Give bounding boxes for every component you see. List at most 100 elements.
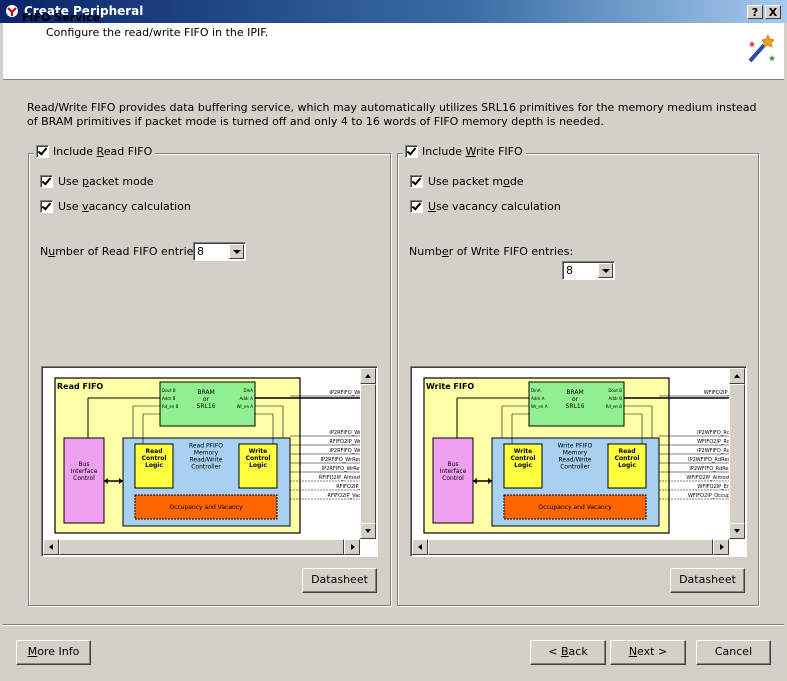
bram-port-label: DinA	[244, 388, 254, 393]
write-datasheet-button[interactable]: Datasheet	[670, 568, 745, 593]
chevron-down-icon[interactable]	[229, 244, 244, 259]
scroll-left-icon[interactable]	[43, 539, 59, 555]
scroll-thumb[interactable]	[729, 384, 745, 524]
write-packet-mode-check[interactable]	[410, 175, 423, 188]
write-vacancy-checkbox[interactable]: Use vacancy calculation	[410, 200, 561, 213]
read-diagram-vscrollbar[interactable]	[360, 368, 376, 539]
signal-label: RFIFO2IP_Vac	[327, 493, 361, 499]
diagram-title: Read FIFO	[57, 382, 103, 391]
scroll-down-icon[interactable]	[360, 523, 376, 539]
page-subtitle: Configure the read/write FIFO in the IPI…	[46, 26, 269, 39]
write-diagram-vscrollbar[interactable]	[729, 368, 745, 539]
write-entries-value: 8	[566, 264, 573, 277]
write-packet-mode-checkbox[interactable]: Use packet mode	[410, 175, 524, 188]
signal-label: IP2RFIFO_Wr	[329, 448, 361, 454]
write-diagram-hscrollbar[interactable]	[412, 539, 729, 555]
close-button[interactable]: X	[765, 5, 781, 19]
diagram-title: Write FIFO	[426, 382, 474, 391]
read-packet-mode-checkbox[interactable]: Use packet mode	[40, 175, 154, 188]
scroll-left-icon[interactable]	[412, 539, 428, 555]
signal-label: IP2RFIFO_Wr	[329, 430, 361, 436]
include-read-fifo-check[interactable]	[36, 145, 49, 158]
signal-label: WFIFO2IP_Almost	[686, 475, 730, 481]
read-datasheet-button[interactable]: Datasheet	[302, 568, 377, 593]
signal-label: WFIFO2IP_En	[697, 484, 730, 490]
read-packet-mode-check[interactable]	[40, 175, 53, 188]
scroll-thumb[interactable]	[360, 384, 376, 524]
bram-port-label: Wr_en A	[237, 404, 254, 409]
signal-label: WFIFO2IP_Rd	[697, 439, 730, 445]
signal-label: RFIFO2IP_	[336, 484, 361, 490]
scroll-right-icon[interactable]	[344, 539, 360, 555]
bram-port-label: Addr A	[240, 396, 254, 401]
read-entries-value: 8	[197, 245, 204, 258]
scroll-up-icon[interactable]	[729, 368, 745, 384]
signal-label: IP2RFIFO_WrRel	[322, 466, 361, 472]
signal-label: RFIFO2IP_Almost	[319, 475, 361, 481]
read-vacancy-checkbox[interactable]: Use vacancy calculation	[40, 200, 191, 213]
cancel-button[interactable]: Cancel	[696, 640, 771, 665]
write-vacancy-check[interactable]	[410, 200, 423, 213]
read-fifo-group	[28, 153, 391, 606]
bram-port-label: Dout B	[608, 388, 622, 393]
scroll-thumb[interactable]	[428, 539, 713, 555]
more-info-button[interactable]: More Info	[16, 640, 91, 665]
bram-port-label: Addr B	[609, 396, 623, 401]
wizard-wand-icon	[748, 34, 775, 63]
help-button[interactable]: ?	[747, 5, 763, 19]
footer-separator	[3, 624, 784, 625]
scroll-right-icon[interactable]	[713, 539, 729, 555]
write-packet-mode-label: Use packet mode	[428, 175, 524, 188]
include-write-fifo-label: Include Write FIFO	[422, 145, 523, 158]
signal-label: IP2WFIFO_RdRel	[689, 466, 730, 472]
signal-label: RFIFO2IP_Wr	[329, 439, 361, 445]
read-diagram-hscrollbar[interactable]	[43, 539, 360, 555]
write-entries-select[interactable]: 8	[562, 261, 615, 280]
signal-label: IP2WFIFO_Rd	[697, 448, 730, 454]
write-fifo-group	[397, 153, 759, 606]
signal-label: WFIFO2IP_	[704, 390, 730, 396]
read-entries-select[interactable]: 8	[193, 242, 246, 261]
signal-label: IP2RFIFO_WrRes	[320, 457, 361, 463]
wizard-header	[3, 23, 784, 80]
signal-label: IP2RFIFO_Wr	[329, 390, 361, 396]
scroll-up-icon[interactable]	[360, 368, 376, 384]
signal-label: WFIFO2IP_Occup	[688, 493, 730, 499]
scroll-down-icon[interactable]	[729, 523, 745, 539]
signal-label: IP2WFIFO_Rd	[697, 430, 730, 436]
include-write-fifo-checkbox[interactable]: Include Write FIFO	[403, 145, 526, 158]
bram-port-label: Addr A	[531, 396, 545, 401]
page-title: FIFO Service	[22, 11, 101, 24]
footer-separator-highlight	[3, 625, 784, 626]
bram-port-label: DinA	[531, 388, 541, 393]
occupancy-label: Occupancy and Vacancy	[169, 504, 243, 511]
scroll-thumb[interactable]	[59, 539, 344, 555]
next-button[interactable]: Next >	[610, 640, 686, 665]
chevron-down-icon[interactable]	[598, 263, 613, 278]
bram-port-label: Wr_en A	[531, 404, 548, 409]
occupancy-label: Occupancy and Vacancy	[538, 504, 612, 511]
bram-port-label: Rd_en B	[606, 404, 623, 409]
title-bar[interactable]	[0, 0, 787, 23]
include-write-fifo-check[interactable]	[405, 145, 418, 158]
write-entries-label: Number of Write FIFO entries:	[409, 245, 574, 258]
xilinx-app-icon	[6, 5, 18, 17]
signal-label: IP2WFIFO_RdRes	[688, 457, 730, 463]
read-vacancy-check[interactable]	[40, 200, 53, 213]
back-button[interactable]: < Back	[530, 640, 606, 665]
include-read-fifo-checkbox[interactable]: Include Read FIFO	[34, 145, 156, 158]
